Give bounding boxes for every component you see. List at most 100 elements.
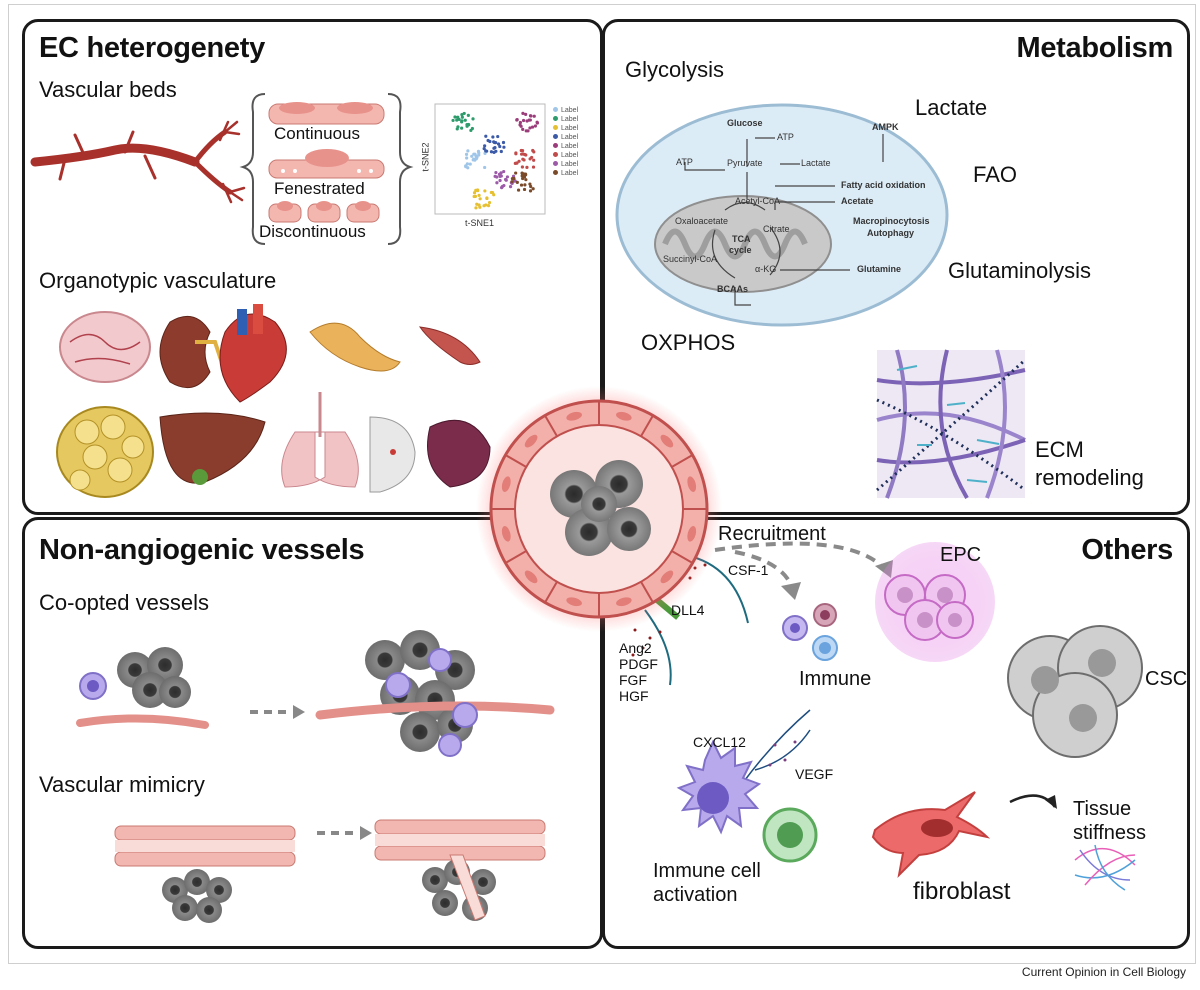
kidney-icon: [159, 315, 227, 389]
tsne-legend-item: Label: [553, 124, 578, 133]
tsne-point: [515, 161, 519, 165]
arrow-icon: [1045, 795, 1057, 809]
tsne-point: [496, 134, 500, 139]
tsne-point: [529, 114, 533, 118]
tsne-point: [485, 149, 489, 153]
tumor-cluster-icon: [117, 647, 191, 708]
tsne-point: [472, 152, 476, 156]
tsne-point: [465, 162, 469, 166]
tsne-ylabel: t-SNE2: [420, 142, 431, 172]
tsne-point: [451, 118, 455, 123]
tsne-point: [521, 127, 525, 131]
ec-artwork: [30, 93, 546, 498]
tsne-point: [531, 187, 535, 191]
vessel-icon: [76, 714, 209, 729]
tsne-point: [495, 181, 499, 185]
tsne-point: [510, 176, 515, 181]
pyruvate-label: Pyruvate: [727, 158, 763, 168]
tsne-point: [460, 119, 464, 123]
tsne-point: [498, 178, 502, 183]
tsne-point: [524, 129, 528, 133]
remodeling-label: remodeling: [1035, 465, 1144, 490]
tsne-point: [500, 185, 504, 190]
fibroblast-label: fibroblast: [913, 878, 1011, 905]
factor-hgf: HGF: [619, 688, 649, 704]
fao-label: FAO: [973, 162, 1018, 187]
tsne-point: [466, 113, 470, 117]
fenestrated-label: Fenestrated: [274, 179, 365, 198]
tca-label: TCA: [732, 234, 751, 244]
tsne-point: [494, 140, 498, 145]
tsne-point: [484, 134, 488, 138]
tsne-point: [521, 118, 526, 123]
tsne-point: [522, 158, 526, 162]
tsne-point: [501, 140, 506, 145]
tsne-point: [496, 142, 501, 146]
epc-label: EPC: [940, 544, 982, 566]
tsne-point: [484, 203, 488, 207]
tsne-plot: [434, 103, 546, 215]
tsne-point: [502, 183, 506, 188]
tsne-point: [486, 204, 491, 208]
tsne-point: [530, 125, 535, 129]
tsne-point: [521, 111, 525, 115]
tsne-legend-item: Label: [553, 169, 578, 178]
tsne-point: [464, 165, 468, 169]
tsne-point: [520, 148, 525, 153]
tsne-xlabel: t-SNE1: [465, 218, 495, 228]
vegf-label: VEGF: [795, 766, 834, 782]
autophagy-label: Autophagy: [867, 228, 914, 238]
tsne-point: [499, 149, 503, 154]
glucose-label: Glucose: [727, 118, 763, 128]
muscle-icon: [418, 326, 481, 365]
tsne-point: [465, 156, 469, 160]
tsne-point: [460, 126, 464, 130]
tsne-point: [463, 118, 467, 122]
coopted-label: Co-opted vessels: [39, 590, 209, 615]
tsne-point: [474, 154, 478, 158]
oxaloacetate-label: Oxaloacetate: [675, 216, 729, 226]
tsne-point: [477, 203, 481, 207]
tsne-point: [515, 118, 519, 122]
tsne-point: [483, 189, 487, 193]
tsne-point: [525, 165, 529, 169]
others-artwork: [631, 541, 1143, 891]
immune-activation-label-2: activation: [653, 884, 738, 906]
tsne-point: [489, 150, 494, 154]
acetate-label: Acetate: [841, 196, 874, 206]
tsne-point: [523, 172, 528, 176]
tsne-point: [474, 157, 478, 161]
fibroblast-icon: [871, 791, 991, 878]
tsne-legend-item: Label: [553, 133, 578, 142]
arrow-icon: [293, 705, 305, 719]
tsne-point: [476, 188, 480, 192]
bcaas-label: BCAAs: [717, 284, 749, 294]
central-tumor-vessel-icon: [476, 386, 722, 632]
tsne-point: [493, 146, 497, 150]
tissue-stiffness-fiber-icon: [1074, 844, 1136, 891]
tsne-point: [498, 144, 502, 149]
vascular-beds-label: Vascular beds: [39, 77, 177, 102]
panel-title: EC heterogenety: [39, 32, 265, 64]
lactate-label: Lactate: [915, 95, 988, 120]
branching-vessel-icon: [30, 120, 246, 204]
cycle-label: cycle: [729, 245, 752, 255]
tsne-point: [532, 114, 536, 118]
tsne-point: [528, 189, 533, 193]
tsne-point: [528, 182, 532, 186]
tsne-point: [483, 151, 487, 156]
tsne-point: [483, 165, 487, 170]
tsne-legend-item: Label: [553, 115, 578, 124]
activated-immune-cell-icon: [676, 739, 818, 863]
tsne-point: [455, 118, 459, 122]
tsne-point: [477, 153, 481, 157]
pancreas-icon: [309, 322, 401, 372]
tsne-point: [515, 180, 519, 184]
tsne-point: [471, 158, 475, 162]
tsne-point: [529, 184, 533, 189]
fenestrated-endothelium-icon: [268, 149, 385, 179]
tsne-point: [522, 187, 527, 192]
oxphos-label: OXPHOS: [641, 330, 736, 355]
factor-ang2: Ang2: [619, 640, 652, 656]
factor-pdgf: PDGF: [619, 656, 658, 672]
